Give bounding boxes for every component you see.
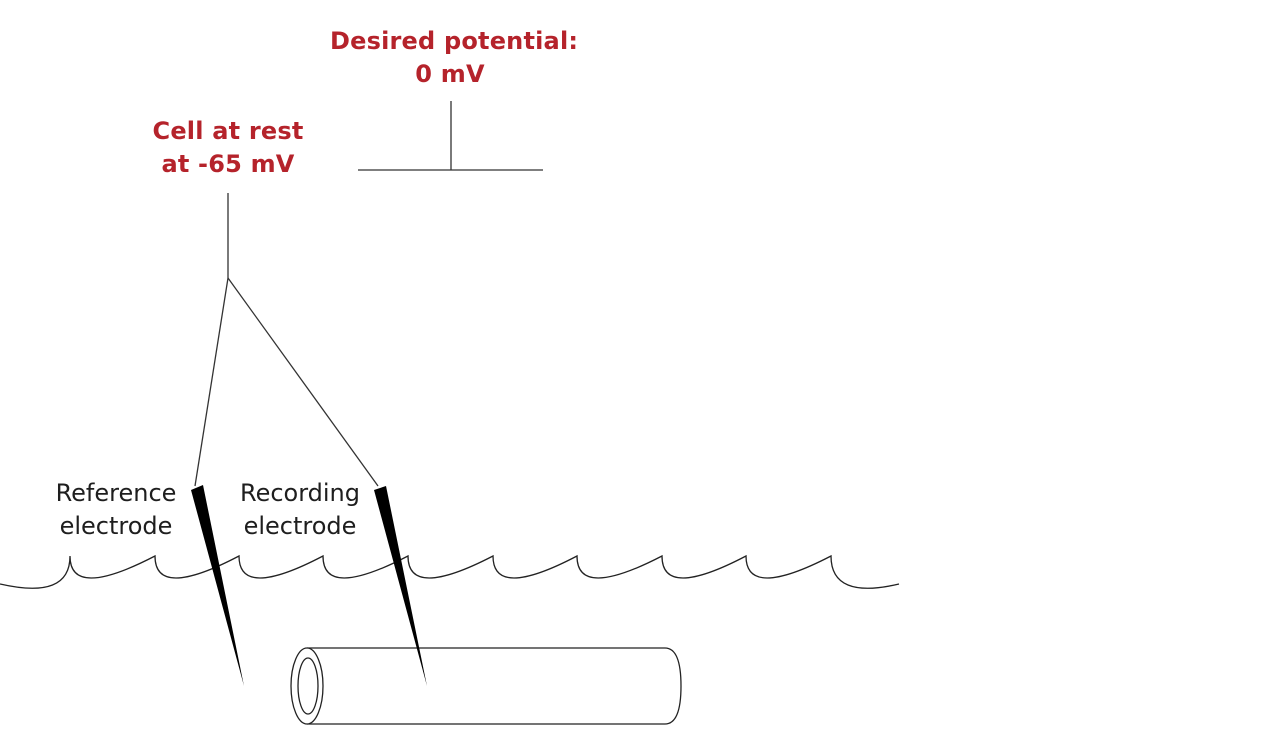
recording-electrode: [374, 486, 427, 686]
reference-electrode-line1: Reference: [55, 479, 177, 507]
cell-at-rest-line1: Cell at rest: [152, 117, 304, 145]
cell-at-rest-line2: at -65 mV: [161, 150, 295, 178]
rest-leader-to-recording: [227, 277, 379, 487]
desired-potential-label: Desired potential: 0 mV: [330, 25, 579, 91]
recording-electrode-line1: Recording: [239, 479, 361, 507]
cell-at-rest-label: Cell at rest at -65 mV: [128, 115, 328, 181]
reference-electrode: [191, 485, 244, 686]
axon-body: [307, 647, 682, 725]
rest-leader-to-reference: [194, 277, 229, 487]
desired-potential-marker: [358, 101, 543, 171]
recording-electrode-line2: electrode: [243, 512, 357, 540]
desired-potential-line2: 0 mV: [415, 60, 485, 88]
bath-surface-waves: [0, 554, 900, 589]
axon-cylinder: [290, 647, 682, 725]
rest-leader-lines: [194, 193, 379, 487]
reference-electrode-label: Reference electrode: [36, 477, 196, 543]
desired-potential-line1: Desired potential:: [330, 27, 579, 55]
reference-electrode-line2: electrode: [59, 512, 173, 540]
axon-end-inner: [297, 657, 319, 715]
recording-electrode-label: Recording electrode: [220, 477, 380, 543]
